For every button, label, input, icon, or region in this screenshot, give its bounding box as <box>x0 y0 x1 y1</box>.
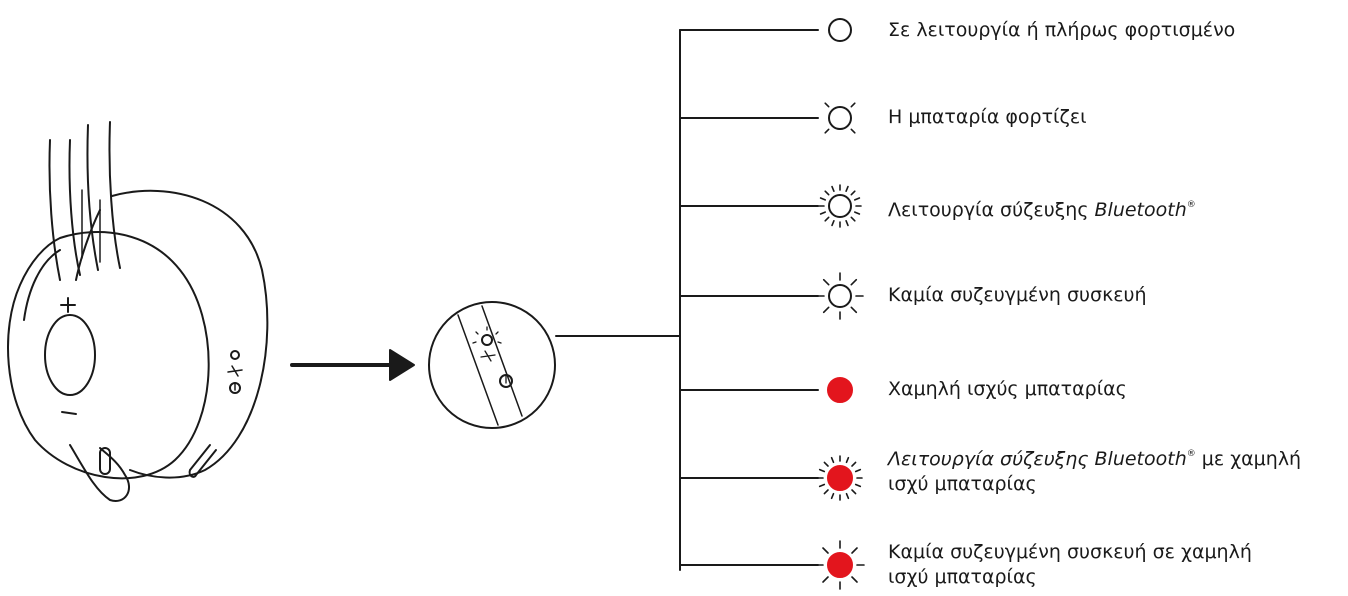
legend-label-low-battery: Χαμηλή ισχύς μπαταρίας <box>888 378 1127 400</box>
legend-label-no-device-low-battery: Καμία συζευγμένη συσκευή σε χαμηλή ισχύ … <box>888 541 1252 588</box>
ear-cup <box>7 231 210 480</box>
led-pulsing-white-icon <box>824 102 856 134</box>
bluetooth-icon <box>227 365 243 377</box>
power-icon <box>229 382 241 394</box>
legend-label-pairing: Λειτουργία σύζευξης Bluetooth® <box>888 199 1196 221</box>
volume-down-icon <box>61 411 77 415</box>
ear-cushion <box>111 189 269 479</box>
closeup-power-icon <box>499 374 513 388</box>
legend-icons <box>815 18 865 590</box>
led-blink-white-icon <box>816 272 864 320</box>
led-solid-white-icon <box>828 18 852 42</box>
legend-label-solid-white: Σε λειτουργία ή πλήρως φορτισμένο <box>888 19 1236 41</box>
button-closeup <box>428 301 556 429</box>
closeup-led-icon <box>481 334 493 346</box>
legend-connectors <box>555 29 681 571</box>
legend-label-pulsing-white: Η μπαταρία φορτίζει <box>888 106 1087 128</box>
status-led-icon <box>230 350 240 360</box>
led-fast-blink-white-icon <box>818 184 862 228</box>
led-blink-red-icon <box>815 540 865 590</box>
multifunction-button <box>44 314 96 396</box>
legend-label-no-device: Καμία συζευγμένη συσκευή <box>888 284 1147 306</box>
usb-port <box>188 444 217 478</box>
headset-illustration <box>7 121 269 502</box>
headband <box>48 121 121 281</box>
legend-label-pairing-low-battery: Λειτουργία σύζευξης Bluetooth® με χαμηλή… <box>888 448 1302 495</box>
legend-lines <box>679 29 819 566</box>
microphone-boom <box>69 444 130 502</box>
closeup-bluetooth-icon <box>480 350 496 362</box>
led-fast-blink-red-icon <box>817 455 863 501</box>
volume-up-icon <box>60 297 76 313</box>
led-solid-red-icon <box>827 377 853 403</box>
arrow <box>290 349 415 381</box>
